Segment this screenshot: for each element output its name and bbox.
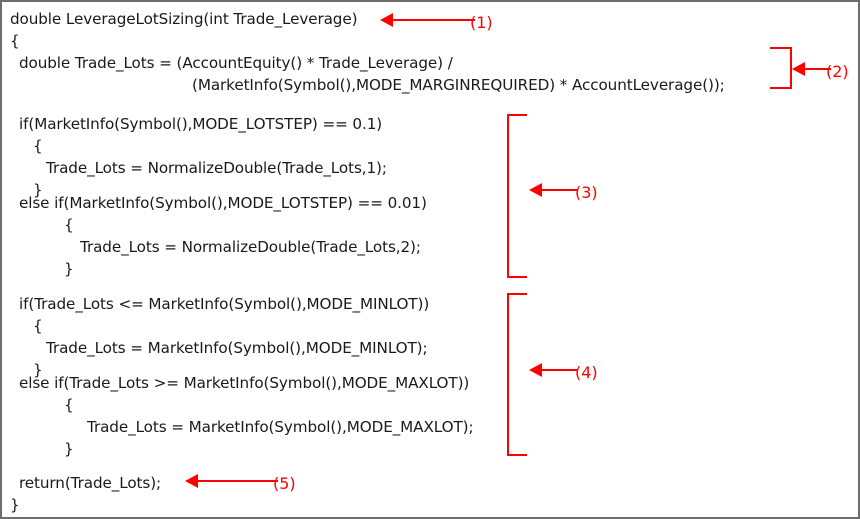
annotation-bracket (770, 47, 792, 89)
arrow-head-icon (185, 474, 198, 488)
code-line: if(MarketInfo(Symbol(),MODE_LOTSTEP) == … (19, 115, 383, 133)
code-line: Trade_Lots = MarketInfo(Symbol(),MODE_MI… (46, 339, 428, 357)
arrow-shaft (803, 68, 831, 71)
code-line: } (33, 361, 43, 379)
code-line: { (10, 32, 20, 50)
arrow-head-icon (792, 62, 805, 76)
code-line: else if(MarketInfo(Symbol(),MODE_LOTSTEP… (19, 194, 427, 212)
arrow-head-icon (380, 13, 393, 27)
code-line: } (10, 496, 20, 514)
annotation-arrow-icon (185, 474, 278, 488)
annotation-bracket (507, 114, 527, 278)
annotation-arrow-icon (529, 363, 578, 377)
annotation-arrow-icon (792, 62, 831, 76)
code-line: { (33, 137, 43, 155)
code-line: double Trade_Lots = (AccountEquity() * T… (19, 54, 453, 72)
code-line: Trade_Lots = NormalizeDouble(Trade_Lots,… (80, 238, 421, 256)
code-line: double LeverageLotSizing(int Trade_Lever… (10, 10, 358, 28)
arrow-head-icon (529, 363, 542, 377)
annotation-arrow-icon (380, 13, 475, 27)
arrow-shaft (540, 189, 578, 192)
code-line: Trade_Lots = NormalizeDouble(Trade_Lots,… (46, 159, 387, 177)
arrow-shaft (196, 480, 278, 483)
code-line: } (64, 260, 74, 278)
code-line: if(Trade_Lots <= MarketInfo(Symbol(),MOD… (19, 295, 430, 313)
code-line: } (64, 440, 74, 458)
code-line: (MarketInfo(Symbol(),MODE_MARGINREQUIRED… (192, 76, 725, 94)
code-line: else if(Trade_Lots >= MarketInfo(Symbol(… (19, 374, 470, 392)
code-line: return(Trade_Lots); (19, 474, 162, 492)
code-line: Trade_Lots = MarketInfo(Symbol(),MODE_MA… (87, 418, 474, 436)
code-line: { (64, 396, 74, 414)
annotation-arrow-icon (529, 183, 578, 197)
annotation-marker-label: (4) (575, 363, 598, 382)
annotation-bracket (507, 293, 527, 456)
annotation-marker-label: (3) (575, 183, 598, 202)
annotation-marker-label: (2) (826, 62, 849, 81)
arrow-head-icon (529, 183, 542, 197)
code-line: } (33, 181, 43, 199)
annotation-marker-label: (1) (470, 13, 493, 32)
arrow-shaft (540, 369, 578, 372)
arrow-shaft (391, 19, 475, 22)
code-line: { (33, 317, 43, 335)
annotation-marker-label: (5) (273, 474, 296, 493)
code-line: { (64, 216, 74, 234)
